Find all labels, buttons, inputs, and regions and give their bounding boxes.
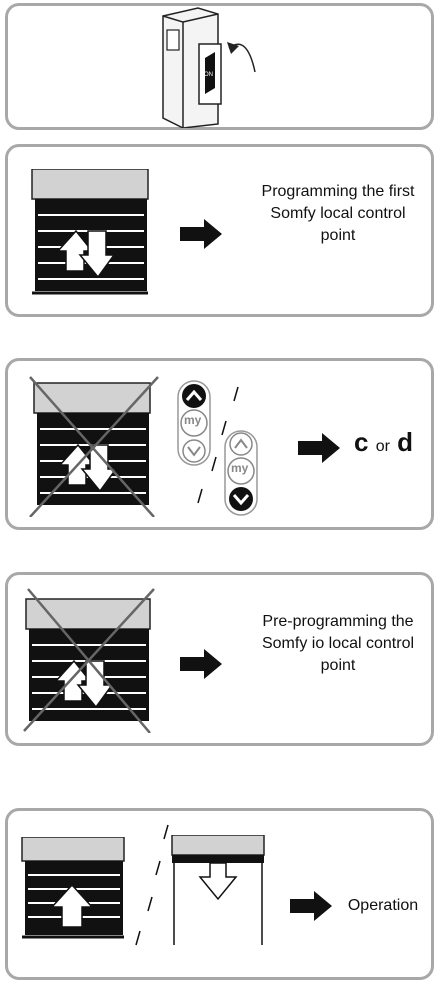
blind-crossed-icon bbox=[23, 588, 155, 733]
result-d: d bbox=[397, 427, 414, 457]
blind-down-open-icon bbox=[171, 835, 265, 945]
step2-line-3: point bbox=[320, 227, 356, 244]
right-arrow-icon bbox=[180, 219, 222, 249]
result-c: c bbox=[354, 427, 369, 457]
remote-control-1 bbox=[177, 380, 211, 466]
step2-line-1: Programming the first bbox=[261, 183, 415, 200]
panel-remote-buttons: my my c or d bbox=[5, 358, 434, 530]
separator-slashes bbox=[197, 386, 239, 504]
remote-2-my-label: my bbox=[231, 461, 249, 475]
circuit-breaker-icon: ON bbox=[162, 7, 256, 128]
step2-text: Programming the first Somfy local contro… bbox=[238, 181, 438, 247]
blind-crossed-icon bbox=[29, 376, 159, 517]
on-label: ON bbox=[204, 72, 213, 78]
remote-control-2 bbox=[224, 430, 258, 516]
result-c-or-d: c or d bbox=[354, 427, 413, 458]
panel-programming-first: Programming the first Somfy local contro… bbox=[5, 144, 434, 317]
remote-1-my-label: my bbox=[184, 413, 202, 427]
step4-line-1: Pre-programming the bbox=[262, 613, 414, 630]
right-arrow-icon bbox=[180, 649, 222, 679]
separator-slashes bbox=[135, 824, 169, 946]
blind-up-down-icon bbox=[31, 169, 149, 295]
blind-up-icon bbox=[21, 837, 125, 939]
step4-text: Pre-programming the Somfy io local contr… bbox=[238, 611, 438, 677]
right-arrow-icon bbox=[290, 891, 332, 921]
step2-line-2: Somfy local control bbox=[270, 205, 406, 222]
step4-line-2: Somfy io local control bbox=[261, 635, 415, 652]
result-or: or bbox=[375, 438, 390, 455]
panel-power-on: ON bbox=[5, 3, 434, 130]
panel-operation: Operation bbox=[5, 808, 434, 980]
right-arrow-icon bbox=[298, 433, 340, 463]
step5-text: Operation bbox=[347, 897, 419, 914]
step4-line-3: point bbox=[320, 657, 356, 674]
panel-pre-programming: Pre-programming the Somfy io local contr… bbox=[5, 572, 434, 746]
